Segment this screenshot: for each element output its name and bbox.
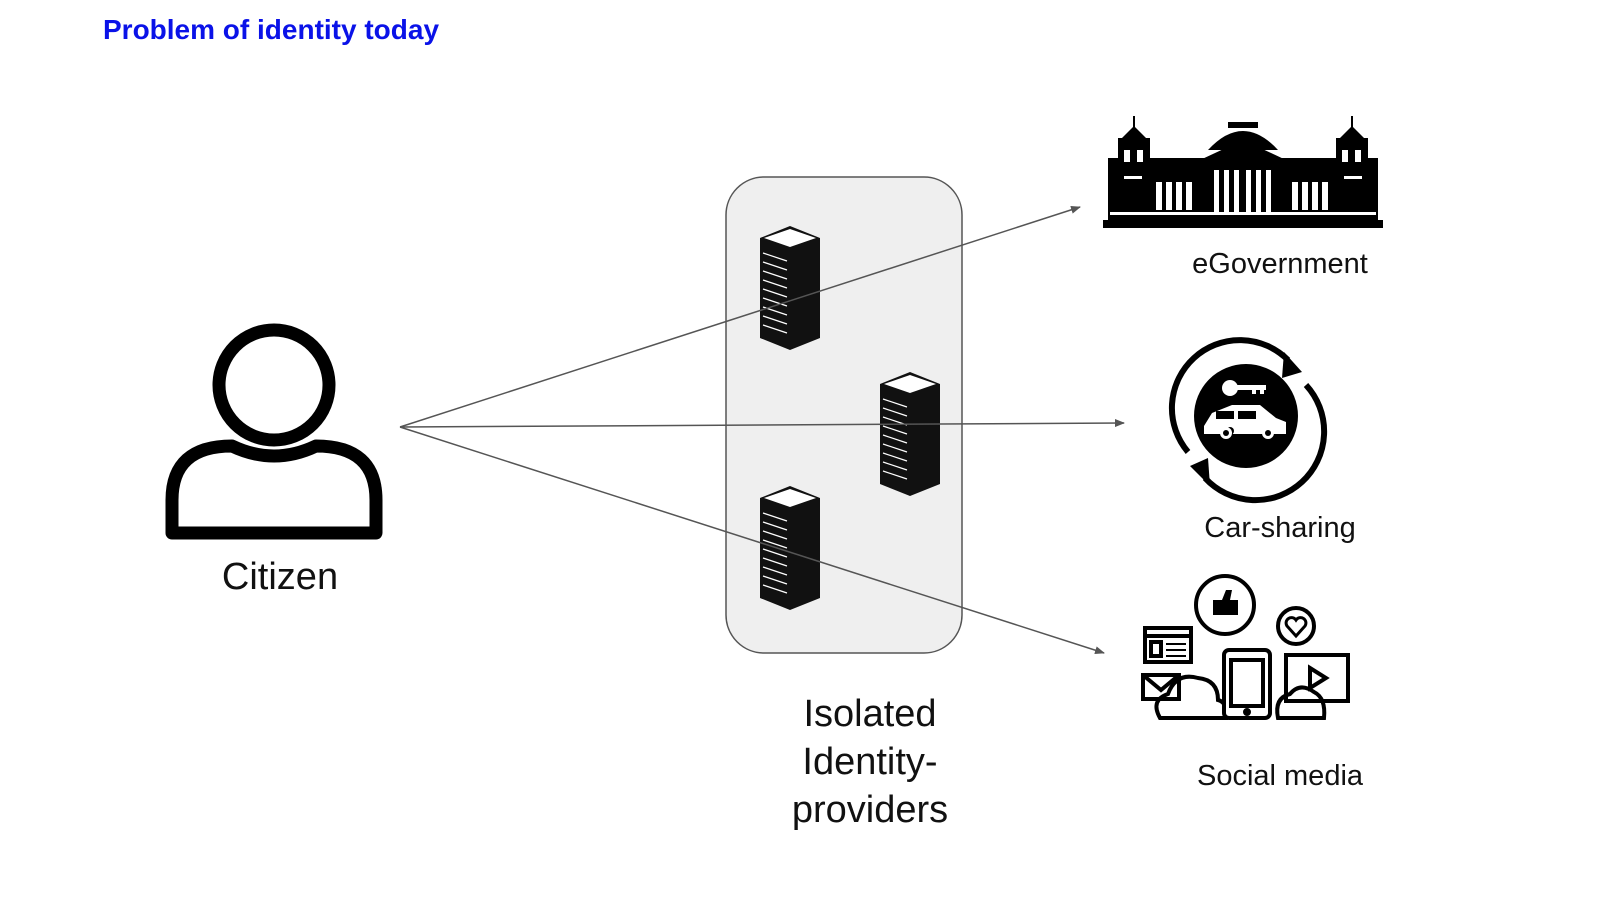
car-sharing-icon — [1168, 337, 1328, 504]
social-media-label: Social media — [1196, 760, 1364, 792]
identity-providers-label-line3: providers — [791, 789, 949, 831]
edge-citizen-car-sharing — [399, 419, 1125, 428]
parliament-building-icon — [1103, 116, 1383, 228]
car-sharing-label: Car-sharing — [1204, 512, 1356, 544]
person-icon — [165, 323, 383, 540]
identity-providers-label-line2: Identity- — [802, 741, 938, 783]
edge-citizen-egovernment — [399, 205, 1081, 428]
identity-providers-label-line1: Isolated — [803, 693, 937, 735]
identity-providers-label: Isolated Identity- providers — [745, 690, 995, 834]
server-icon — [879, 371, 941, 497]
server-icon — [759, 485, 821, 611]
edge-citizen-social-media — [399, 426, 1105, 655]
citizen-label: Citizen — [221, 556, 339, 598]
social-media-icon — [1141, 574, 1350, 720]
server-icon — [759, 225, 821, 351]
page-title: Problem of identity today — [103, 14, 440, 45]
egovernment-label: eGovernment — [1192, 248, 1368, 280]
